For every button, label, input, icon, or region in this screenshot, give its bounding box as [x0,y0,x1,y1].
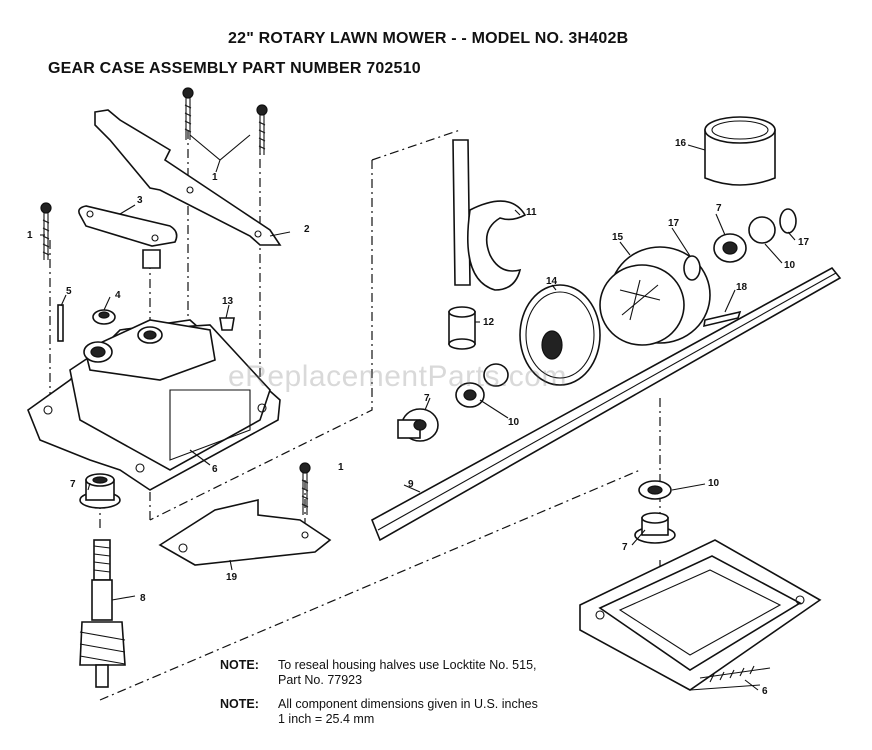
note-label: NOTE: [220,658,259,672]
shift-fork-part-11 [452,139,527,291]
gear-housing-upper-part-6 [27,319,281,491]
callout-15: 15 [612,232,624,243]
note-text-line2: 1 inch = 25.4 mm [278,712,375,726]
bushing-part-7-left [79,473,121,509]
note-text-line1: All component dimensions given in U.S. i… [278,697,538,711]
drive-shaft-part-9 [370,266,842,542]
callout-10-middle: 10 [508,417,520,428]
callout-leaders [40,144,796,691]
callout-6-lower: 6 [762,686,768,697]
callout-7-middle: 7 [424,393,430,404]
retaining-ring-part-17-left [683,255,701,281]
bushing-part-7-middle [397,408,439,442]
callout-6-upper: 6 [212,464,218,475]
bracket-part-2 [94,109,282,246]
callout-3: 3 [137,195,143,206]
callout-17-right: 17 [798,237,810,248]
key-part-18 [703,310,742,328]
retaining-ring-part-17-right [779,208,797,234]
callout-19: 19 [226,572,238,583]
gear-part-14 [519,284,601,386]
callout-1-bottom: 1 [338,462,344,473]
callout-5: 5 [66,286,72,297]
worm-shaft-part-8 [79,539,126,688]
callout-9: 9 [408,479,414,490]
callout-10-right: 10 [784,260,796,271]
callout-7-lower: 7 [622,542,628,553]
callout-12: 12 [483,317,495,328]
watermark: eReplacementParts.com [228,360,567,393]
callout-17-left: 17 [668,218,680,229]
callout-7-left: 7 [70,479,76,490]
callout-1-left: 1 [27,230,33,241]
callout-1-top: 1 [212,172,218,183]
pin-part-5 [57,304,64,342]
sleeve-part-12 [448,306,476,350]
bushing-part-16 [704,116,776,186]
callout-18: 18 [736,282,748,293]
plug-part-13 [219,317,235,331]
callout-2: 2 [304,224,310,235]
callout-11: 11 [526,207,537,218]
callout-7-right: 7 [716,203,722,214]
note-reseal: NOTE: To reseal housing halves use Lockti… [220,658,537,688]
note-label: NOTE: [220,697,259,711]
bushing-part-7-lower [634,512,676,544]
note-text-line2: Part No. 77923 [278,673,363,687]
washer-part-10-right [748,216,776,244]
note-dimensions: NOTE: All component dimensions given in U… [220,697,538,727]
note-text-line1: To reseal housing halves use Locktite No… [278,658,537,672]
diagram-title: 22" ROTARY LAWN MOWER - - MODEL NO. 3H40… [228,30,629,47]
callout-4: 4 [115,290,121,301]
callout-10-lower: 10 [708,478,720,489]
gear-housing-lower-part-6 [579,539,822,691]
lever-part-3 [78,205,178,247]
assembly-subtitle: GEAR CASE ASSEMBLY PART NUMBER 702510 [48,60,421,77]
callout-13: 13 [222,296,234,307]
bushing-part-7-right [713,233,747,263]
callout-16: 16 [675,138,687,149]
plate-part-19 [158,498,332,566]
callout-8: 8 [140,593,146,604]
callout-14: 14 [546,276,558,287]
